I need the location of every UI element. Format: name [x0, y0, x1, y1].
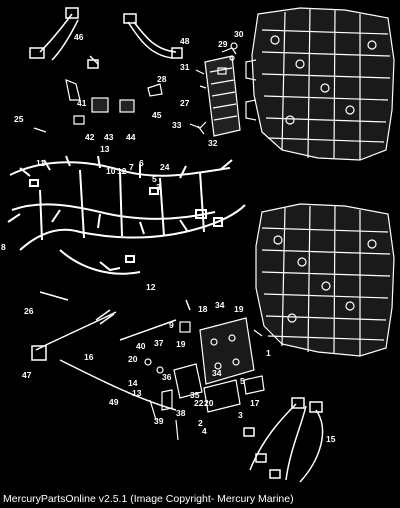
main-harness	[7, 155, 246, 275]
callout-40: 40	[136, 341, 146, 351]
callout-33: 33	[172, 120, 182, 130]
callout-2: 2	[198, 418, 203, 428]
callout-4: 4	[202, 426, 207, 436]
callout-20b: 20	[204, 398, 214, 408]
lower-center-assembly	[144, 317, 265, 441]
callout-11: 11	[36, 158, 45, 168]
harness-46	[29, 7, 99, 69]
callout-19a: 19	[234, 304, 244, 314]
callout-22: 22	[194, 398, 204, 408]
callout-25: 25	[14, 114, 24, 124]
harness-48	[123, 13, 183, 59]
callout-46: 46	[74, 32, 84, 42]
copyright-caption: MercuryPartsOnline v2.5.1 (Image Copyrig…	[3, 493, 294, 505]
harness-15	[243, 397, 324, 483]
callout-43: 43	[104, 132, 114, 142]
callout-29: 29	[218, 39, 228, 49]
callout-5b: 5	[240, 376, 245, 386]
callout-37: 37	[154, 338, 164, 348]
callout-32: 32	[208, 138, 218, 148]
callout-12b: 12	[146, 282, 156, 292]
callout-8: 8	[1, 242, 6, 252]
callout-19b: 19	[176, 339, 186, 349]
callout-15: 15	[326, 434, 336, 444]
callout-28: 28	[157, 74, 167, 84]
callout-9: 9	[169, 320, 174, 330]
callout-30: 30	[234, 29, 244, 39]
callout-1: 1	[266, 348, 271, 358]
callout-34b: 34	[212, 368, 222, 378]
callout-13: 13	[100, 144, 110, 154]
callout-34a: 34	[215, 300, 225, 310]
callout-44: 44	[126, 132, 136, 142]
callout-41: 41	[77, 98, 87, 108]
callout-13b: 13	[132, 388, 142, 398]
callout-39: 39	[154, 416, 164, 426]
callout-45: 45	[152, 110, 162, 120]
callout-6: 6	[139, 158, 144, 168]
callout-49: 49	[109, 397, 119, 407]
callout-47: 47	[22, 370, 32, 380]
callout-26: 26	[24, 306, 34, 316]
callout-31: 31	[180, 62, 190, 72]
lower-left-parts	[31, 291, 191, 411]
ecm-module	[189, 42, 241, 137]
callout-16: 16	[84, 352, 94, 362]
callout-24: 24	[160, 162, 170, 172]
callout-7: 7	[129, 162, 134, 172]
callout-38: 38	[176, 408, 186, 418]
upper-engine-block	[245, 7, 395, 161]
callout-36: 36	[162, 372, 172, 382]
small-components	[33, 79, 163, 133]
lower-engine-block	[255, 203, 395, 357]
callout-27: 27	[180, 98, 190, 108]
callout-48: 48	[180, 36, 190, 46]
callout-20a: 20	[128, 354, 138, 364]
callout-5a: 5	[152, 174, 157, 184]
callout-3b: 3	[238, 410, 243, 420]
callout-18: 18	[198, 304, 208, 314]
callout-42: 42	[85, 132, 95, 142]
callout-10: 10	[106, 166, 116, 176]
callout-3a: 3	[156, 182, 161, 192]
callout-17: 17	[250, 398, 260, 408]
callout-35: 35	[190, 390, 200, 400]
callout-14: 14	[128, 378, 138, 388]
callout-12a: 12	[117, 166, 127, 176]
callout-labels: 46 48 29 30 31 28 27 45 41 42 43 44 25 3…	[1, 29, 336, 444]
